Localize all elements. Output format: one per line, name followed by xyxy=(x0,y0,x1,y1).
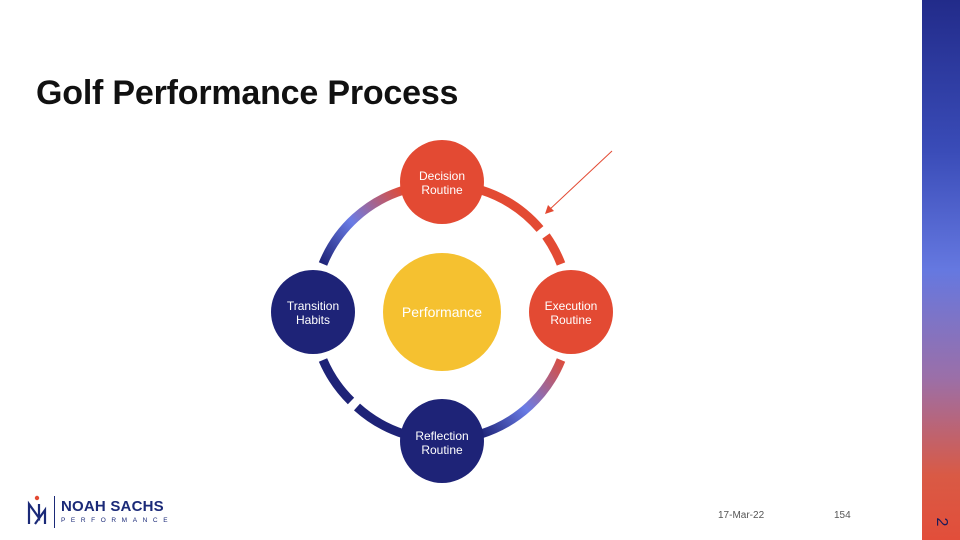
annotation-arrow xyxy=(545,150,613,214)
logo-subtitle: PERFORMANCE xyxy=(61,517,174,524)
node-execution-label-line2: Routine xyxy=(550,313,592,327)
side-slide-number: 2 xyxy=(933,517,950,527)
ring-arc-execution-to-reflection xyxy=(479,358,566,439)
node-reflection-routine: Reflection Routine xyxy=(400,399,484,483)
node-decision-label-line1: Decision xyxy=(419,169,465,183)
center-label: Performance xyxy=(402,304,482,320)
ring-arc-reflection-to-gap xyxy=(353,403,406,439)
node-decision-label-line2: Routine xyxy=(421,183,463,197)
logo-name: NOAH SACHS xyxy=(61,498,164,515)
slide-page-number: 154 xyxy=(834,510,851,521)
ring-arc-gap-to-execution xyxy=(542,233,566,266)
node-transition-label-line2: Habits xyxy=(296,313,330,327)
ring-arc-gap-to-transition xyxy=(318,358,355,405)
node-transition-habits: Transition Habits xyxy=(271,270,355,354)
node-execution-routine: Execution Routine xyxy=(529,270,613,354)
logo-mark-icon xyxy=(27,495,47,525)
node-reflection-label-line1: Reflection xyxy=(415,429,468,443)
node-reflection-label-line2: Routine xyxy=(421,443,463,457)
ring-arc-decision-to-gap xyxy=(479,185,544,232)
node-execution-label-line1: Execution xyxy=(545,299,598,313)
logo-divider xyxy=(54,496,55,528)
side-gradient-bar xyxy=(922,0,960,540)
node-transition-label-line1: Transition xyxy=(287,299,339,313)
slide-title: Golf Performance Process xyxy=(36,74,459,112)
slide-date: 17-Mar-22 xyxy=(718,510,765,521)
center-circle-performance xyxy=(383,253,501,371)
node-decision-routine: Decision Routine xyxy=(400,140,484,224)
ring-arc-transition-to-decision xyxy=(318,185,406,266)
